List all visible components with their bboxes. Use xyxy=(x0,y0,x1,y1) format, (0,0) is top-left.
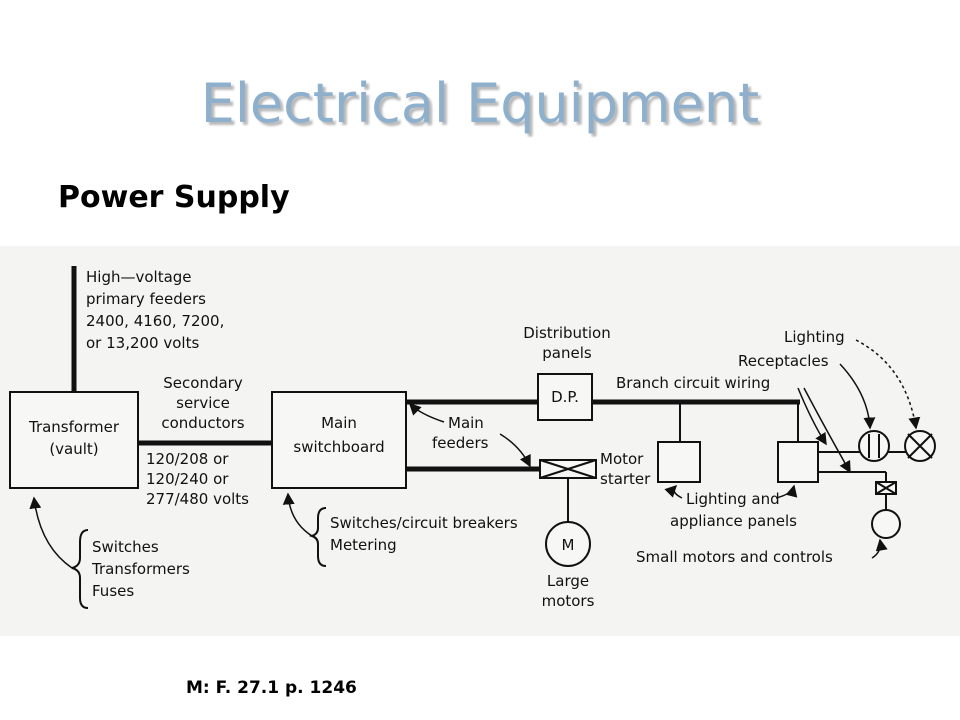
main-feeders-arrow-1 xyxy=(408,402,445,423)
lighting-panel-arrow-1 xyxy=(664,484,683,499)
switchboard-notes-arrow xyxy=(282,492,313,537)
lighting-arrow xyxy=(855,339,921,430)
svg-text:Switches: Switches xyxy=(92,538,159,556)
svg-text:High—voltage: High—voltage xyxy=(86,268,192,286)
svg-text:Distribution: Distribution xyxy=(523,324,611,342)
diagram-canvas: High—voltage primary feeders 2400, 4160,… xyxy=(9,266,936,610)
receptacle-symbol xyxy=(858,430,890,462)
svg-text:Large: Large xyxy=(547,572,589,590)
appliance-panel-1 xyxy=(657,441,701,483)
small-motors-label: Small motors and controls xyxy=(636,548,833,566)
motor-starter-label: Motor starter xyxy=(600,450,651,488)
svg-text:Fuses: Fuses xyxy=(92,582,134,600)
branch-wiring-label: Branch circuit wiring xyxy=(616,374,770,392)
power-supply-diagram: High—voltage primary feeders 2400, 4160,… xyxy=(0,246,960,636)
svg-text:primary feeders: primary feeders xyxy=(86,290,206,308)
main-switchboard-box xyxy=(271,391,407,489)
main-feeders-arrow-2 xyxy=(499,433,531,468)
svg-text:2400, 4160, 7200,: 2400, 4160, 7200, xyxy=(86,312,224,330)
lighting-appliance-label: Lighting and appliance panels xyxy=(670,490,797,530)
svg-text:service: service xyxy=(176,394,230,412)
figure-caption: M: F. 27.1 p. 1246 xyxy=(186,678,357,698)
lighting-fixture-cross xyxy=(907,433,933,459)
appliance-panel-2 xyxy=(777,441,819,483)
svg-text:or 13,200 volts: or 13,200 volts xyxy=(86,334,199,352)
secondary-conductors-label: Secondary service conductors xyxy=(161,374,244,432)
svg-text:120/208 or: 120/208 or xyxy=(146,450,229,468)
dp-label: D.P. xyxy=(551,388,579,406)
large-motor-symbol xyxy=(545,521,591,567)
dp-box xyxy=(537,373,593,421)
transformer-label: Transformer xyxy=(28,418,120,436)
receptacles-label: Receptacles xyxy=(738,352,829,370)
svg-text:appliance panels: appliance panels xyxy=(670,512,797,530)
transformer-items-label: Switches Transformers Fuses xyxy=(91,538,190,600)
motor-starter-cross xyxy=(539,459,597,479)
transformer-notes-arrow xyxy=(29,496,73,569)
lighting-panel-arrow-2 xyxy=(775,484,798,499)
hv-feeder-label: High—voltage primary feeders 2400, 4160,… xyxy=(86,268,224,352)
transformer-brace xyxy=(71,529,89,609)
svg-text:Secondary: Secondary xyxy=(163,374,243,392)
voltage-label: 120/208 or 120/240 or 277/480 volts xyxy=(146,450,249,508)
receptacles-arrow xyxy=(839,363,876,430)
small-starter-cross xyxy=(875,481,897,495)
svg-text:Main: Main xyxy=(448,414,484,432)
svg-text:conductors: conductors xyxy=(161,414,244,432)
transformer-box xyxy=(9,391,139,489)
svg-text:Metering: Metering xyxy=(330,536,397,554)
svg-text:feeders: feeders xyxy=(432,434,489,452)
transformer-sublabel: (vault) xyxy=(49,440,98,458)
main-switchboard-label: Main xyxy=(321,414,357,432)
large-motors-label: Large motors xyxy=(542,572,595,610)
distribution-panels-label: Distribution panels xyxy=(523,324,611,362)
slide-title: Electrical Equipment xyxy=(200,72,760,135)
main-switchboard-sublabel: switchboard xyxy=(293,438,384,456)
svg-text:Transformers: Transformers xyxy=(91,560,190,578)
lighting-label: Lighting xyxy=(784,328,845,346)
motor-m-label: M xyxy=(562,536,575,554)
svg-text:Lighting and: Lighting and xyxy=(686,490,780,508)
svg-text:starter: starter xyxy=(600,470,651,488)
svg-text:Motor: Motor xyxy=(600,450,644,468)
svg-text:120/240 or: 120/240 or xyxy=(146,470,229,488)
slide-subtitle: Power Supply xyxy=(58,180,290,215)
receptacle-prongs xyxy=(868,434,880,458)
switchboard-brace xyxy=(308,507,327,567)
svg-text:Switches/circuit breakers: Switches/circuit breakers xyxy=(330,514,518,532)
main-feeders-label: Main feeders xyxy=(432,414,489,452)
switchboard-items-label: Switches/circuit breakers Metering xyxy=(330,514,518,554)
small-motor-symbol xyxy=(871,509,901,539)
svg-text:277/480 volts: 277/480 volts xyxy=(146,490,249,508)
small-motors-arrow xyxy=(871,538,888,559)
receptacles-arrow-2 xyxy=(797,387,827,446)
receptacles-arrow-3 xyxy=(803,387,851,474)
svg-text:panels: panels xyxy=(542,344,592,362)
svg-text:motors: motors xyxy=(542,592,595,610)
